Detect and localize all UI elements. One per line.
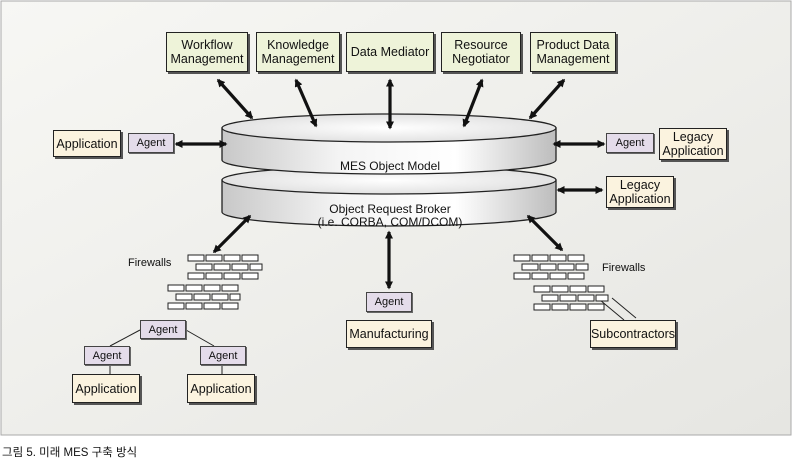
arrow-knowledge [294, 78, 318, 128]
data-mediator-box: Data Mediator [346, 32, 434, 72]
agent-tree-lines [109, 297, 637, 374]
left-agent-box: Agent [128, 133, 174, 153]
mes-object-model-label: MES Object Model [339, 159, 441, 173]
legacy-application-2-box: Legacy Application [606, 176, 674, 208]
orb-cylinder [221, 165, 557, 227]
product-data-management-box: Product Data Management [530, 32, 616, 72]
resource-negotiator-box: Resource Negotiator [441, 32, 521, 72]
bottom-left-agent-a-box: Agent [84, 346, 130, 365]
manufacturing-agent-box: Agent [366, 292, 412, 312]
mes-architecture-diagram: Workflow Management Knowledge Management… [0, 0, 792, 436]
arrow-product-data [528, 78, 566, 120]
bottom-left-agent-b-box: Agent [200, 346, 246, 365]
bottom-left-application-b-box: Application [187, 374, 255, 403]
arrow-workflow [216, 78, 254, 120]
manufacturing-box: Manufacturing [346, 320, 432, 348]
right-agent-box: Agent [606, 133, 654, 153]
subcontractors-box: Subcontractors [590, 320, 676, 348]
bottom-left-application-a-box: Application [72, 374, 140, 403]
diagram-canvas [0, 0, 792, 436]
legacy-application-1-box: Legacy Application [659, 128, 727, 160]
left-application-box: Application [53, 130, 121, 157]
firewalls-right-label: Firewalls [602, 262, 646, 274]
bottom-left-agent-box: Agent [140, 320, 186, 339]
orb-label: Object Request Broker (i.e. CORBA, COM/D… [317, 202, 463, 229]
firewall-right-icon [513, 254, 609, 311]
arrow-firewall-left [212, 214, 252, 254]
firewall-left-icon [167, 254, 263, 310]
knowledge-management-box: Knowledge Management [256, 32, 340, 72]
firewalls-left-label: Firewalls [128, 257, 172, 269]
figure-caption: 그림 5. 미래 MES 구축 방식 [2, 447, 138, 459]
workflow-management-box: Workflow Management [166, 32, 248, 72]
arrows [174, 78, 606, 290]
arrow-firewall-right [526, 214, 564, 252]
arrow-resource [462, 78, 484, 128]
